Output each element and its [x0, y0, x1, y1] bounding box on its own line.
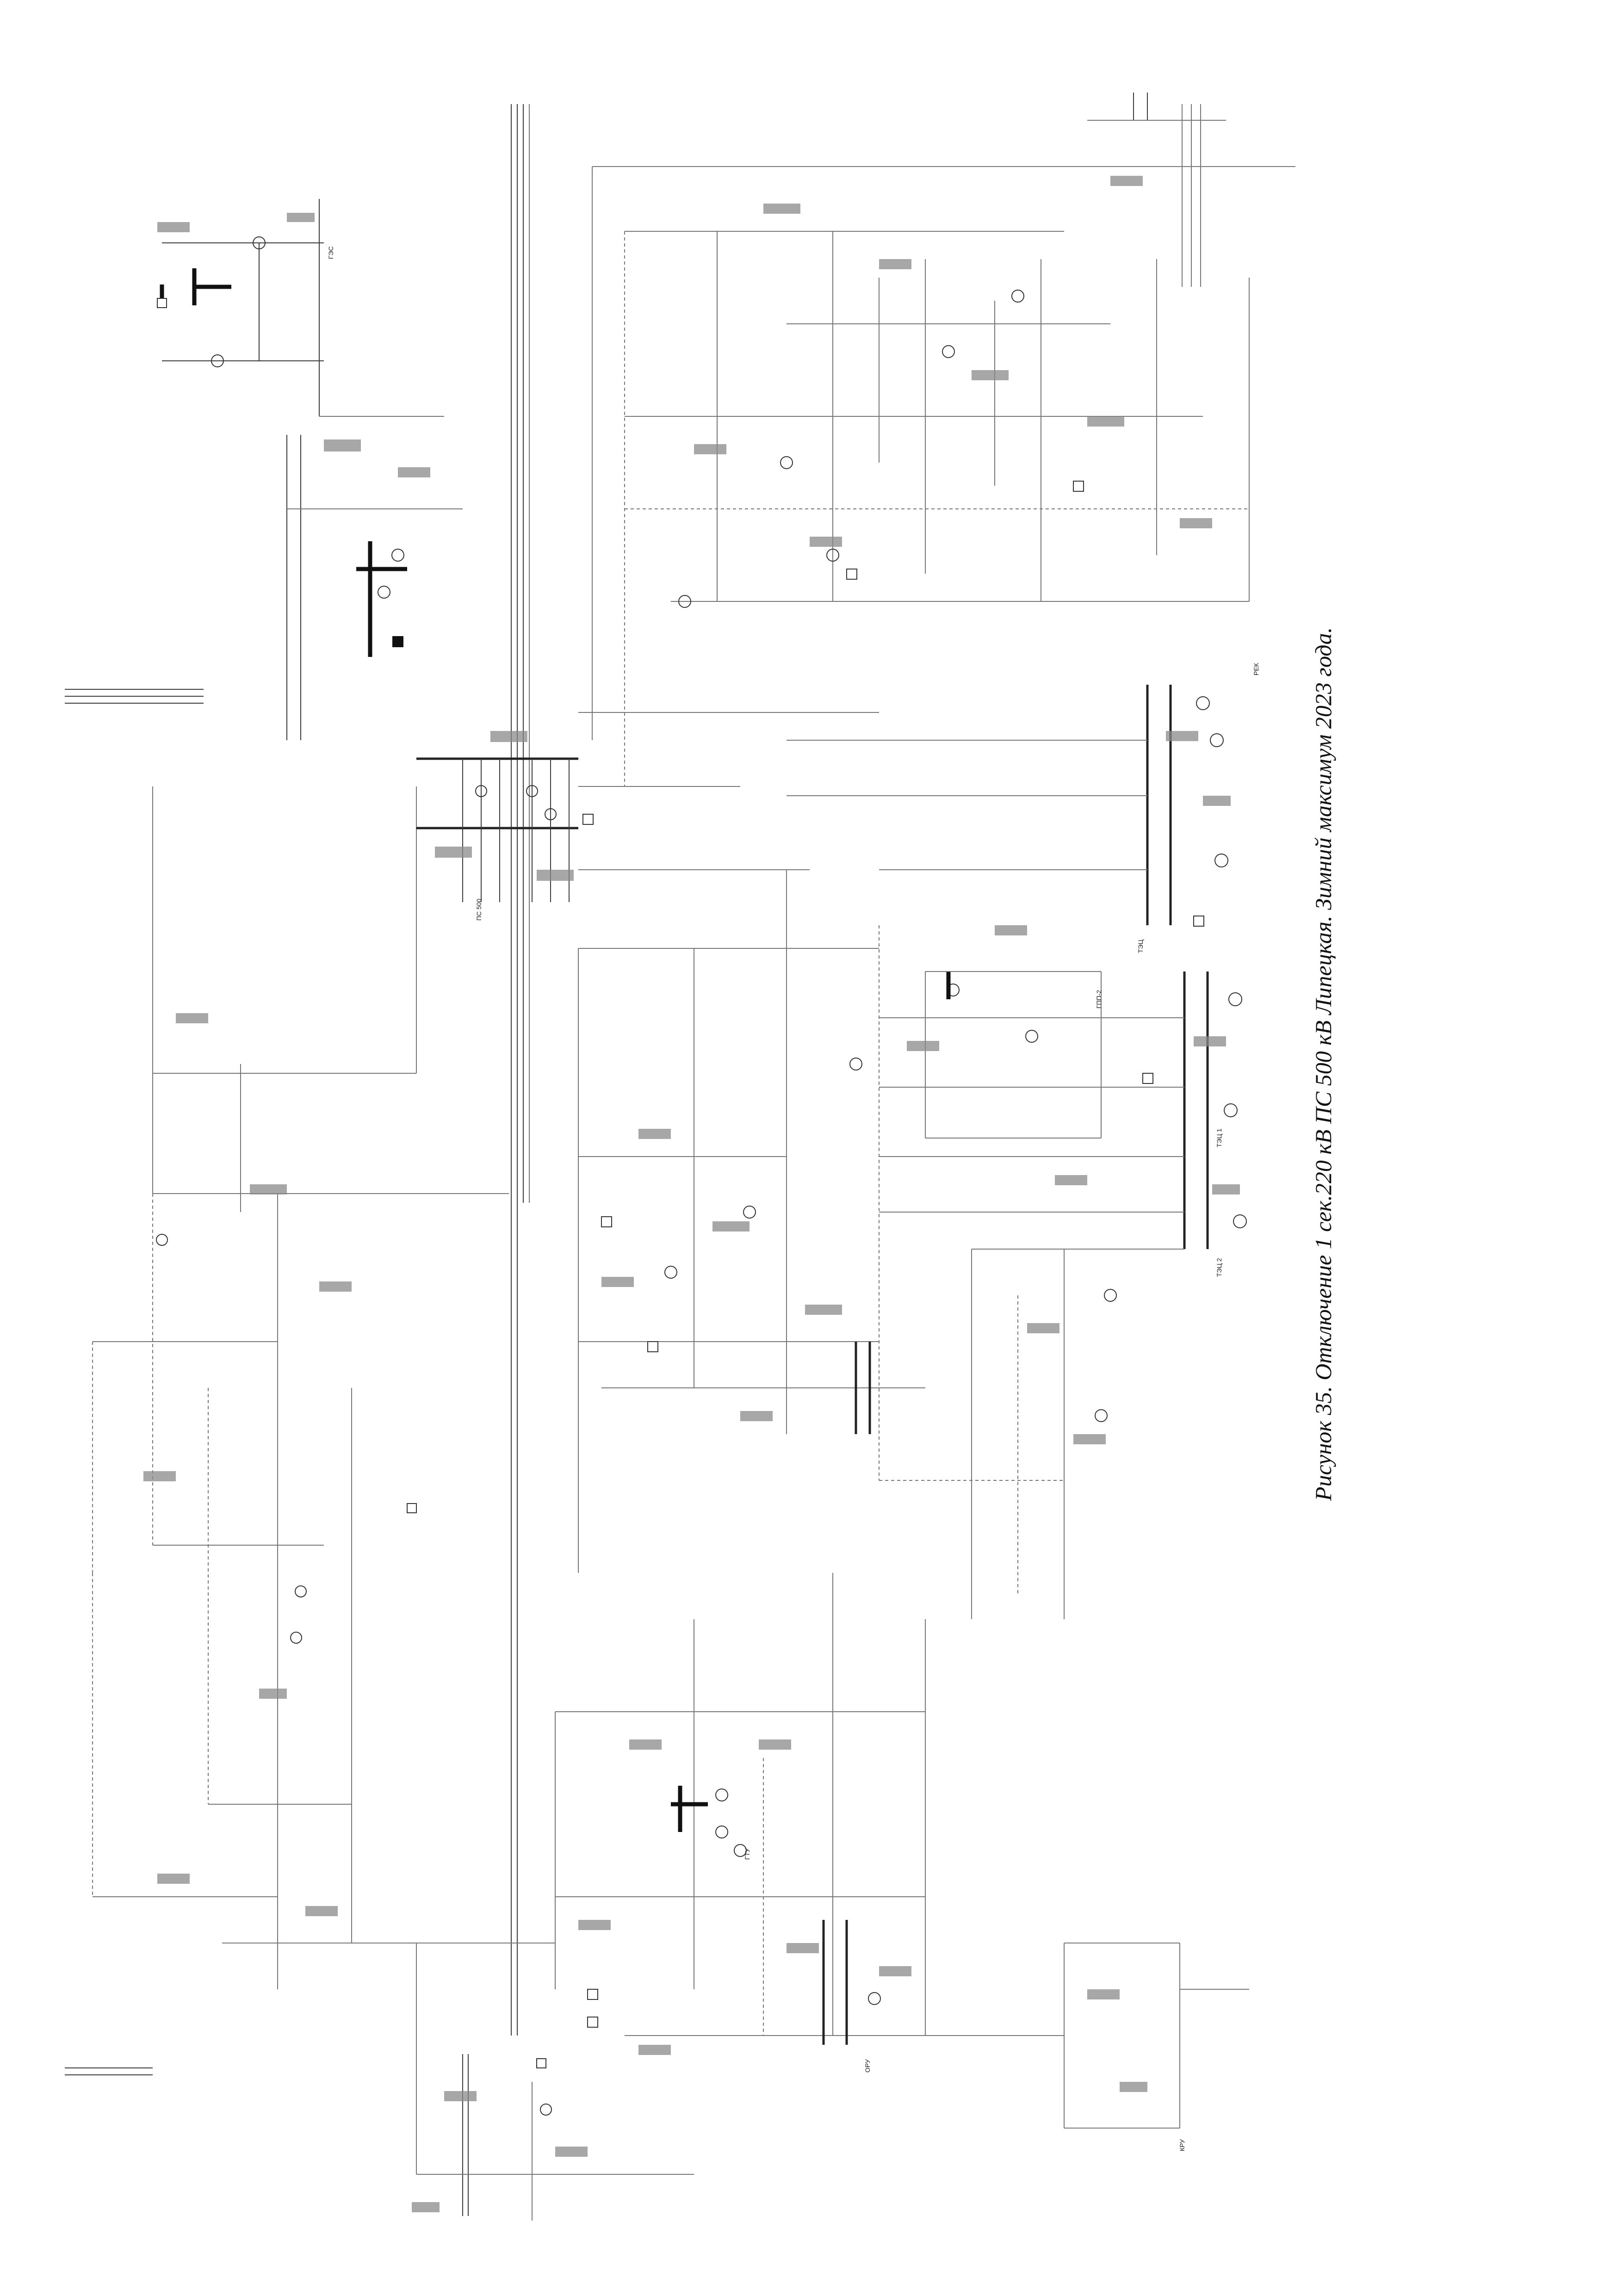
label-oru: ОРУ [864, 2059, 871, 2073]
label-gtu: ГТУ [743, 1848, 751, 1860]
label-ges: ГЭС [327, 246, 335, 259]
label-tec: ТЭЦ [1137, 939, 1144, 953]
left-feeders [65, 689, 469, 2216]
left-region [92, 786, 509, 1989]
upper-right-network [592, 93, 1295, 786]
label-ts2: ТЭЦ 2 [1215, 1258, 1223, 1277]
label-rek: РЕК [1252, 662, 1260, 675]
lower-cluster [555, 1573, 1249, 2129]
figure-caption: Рисунок 35. Отключение 1 сек.220 кВ ПС 5… [1310, 627, 1336, 1501]
central-hub [416, 712, 879, 902]
label-ts1: ТЭЦ 1 [1215, 1128, 1223, 1147]
upper-generation-node [286, 435, 463, 740]
top-trunk-lines [511, 104, 1201, 2036]
right-generation-block [787, 685, 1247, 1249]
upper-left-substation [157, 199, 444, 417]
label-ps500: ПС 500 [475, 898, 483, 921]
diagram-labels: ПС 500 ГЭС ТЭЦ РЕК ГПП-2 ТЭЦ 1 ТЭЦ 2 ГТУ… [327, 246, 1260, 2151]
central-south-cluster [578, 870, 1184, 1619]
label-kru: КРУ [1178, 2139, 1186, 2151]
label-gpp: ГПП-2 [1095, 990, 1103, 1009]
lower-left-cluster [412, 1943, 694, 2221]
